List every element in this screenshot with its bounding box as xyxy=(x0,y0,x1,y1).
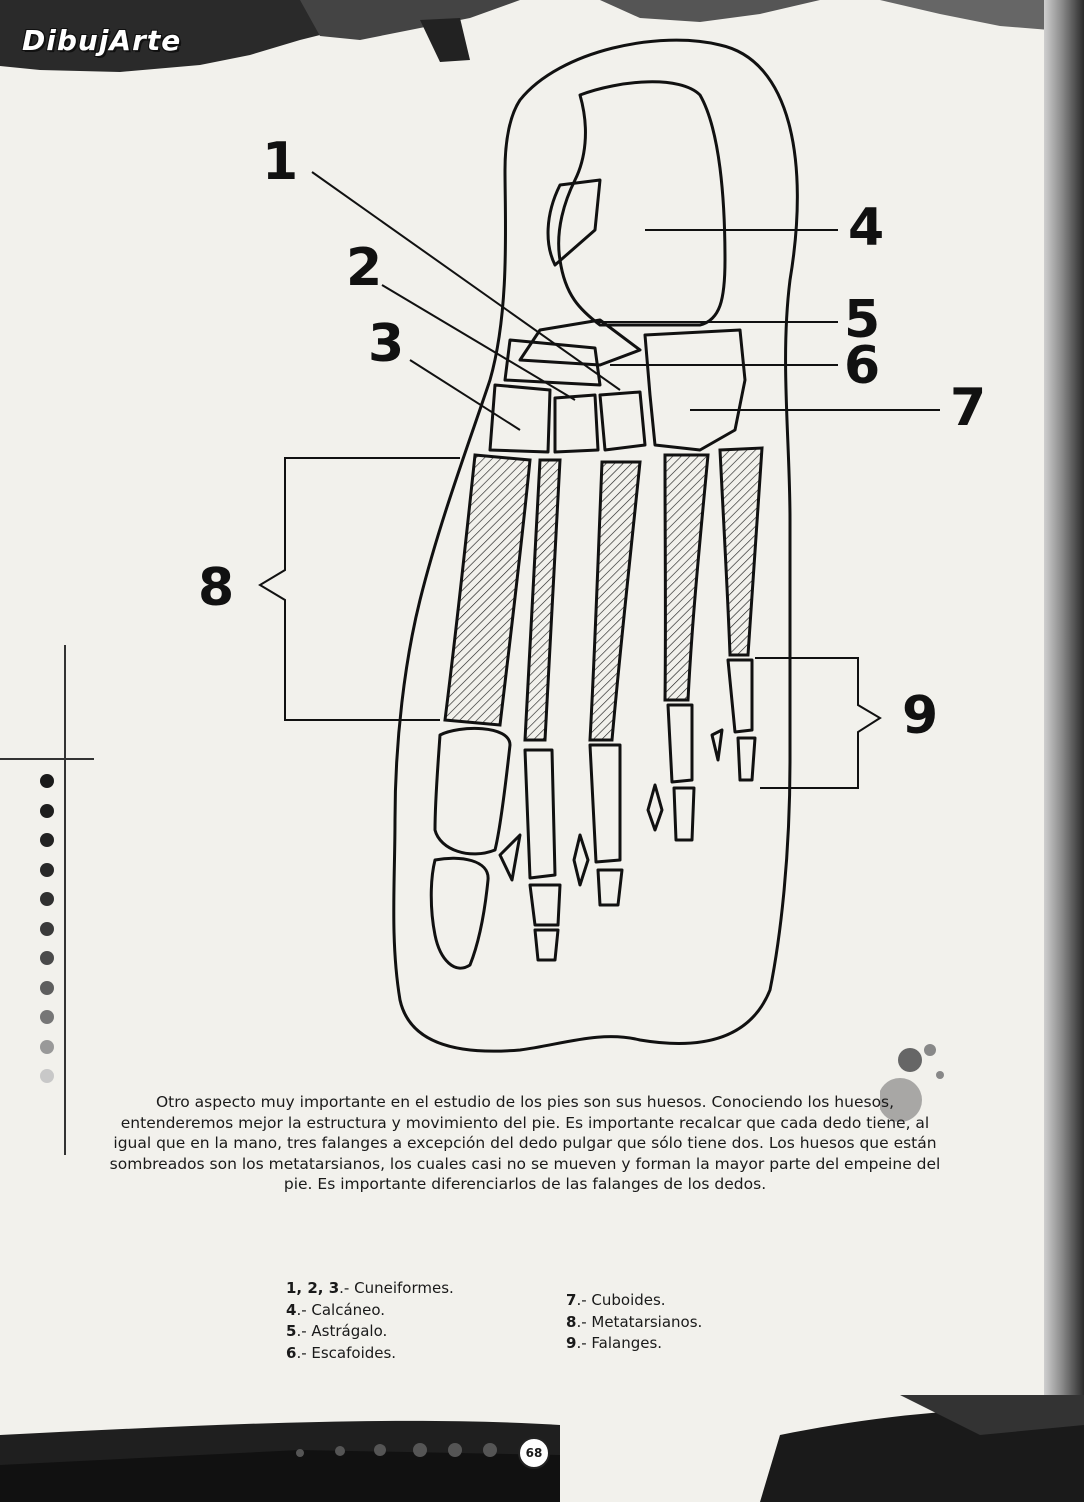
label-7: 7 xyxy=(950,378,987,438)
dot xyxy=(40,921,54,936)
description-paragraph: Otro aspecto muy importante en el estudi… xyxy=(109,1093,941,1193)
phalanx-toe5 xyxy=(726,658,757,782)
cuneiform-2 xyxy=(553,393,600,454)
phalanx-toe4 xyxy=(666,703,696,842)
dot xyxy=(40,803,54,818)
page-number: 68 xyxy=(518,1437,550,1469)
legend-item: 4.- Calcáneo. xyxy=(286,1300,386,1319)
dot xyxy=(40,1010,54,1024)
foot-outline xyxy=(392,38,799,1053)
leader-2 xyxy=(381,284,576,401)
phalanx-toe2 xyxy=(523,748,562,962)
leader-1 xyxy=(311,171,621,391)
metatarsal-1 xyxy=(443,453,532,727)
dot xyxy=(40,862,54,877)
dot xyxy=(40,1039,54,1054)
bracket-8 xyxy=(258,457,460,721)
legend-item: 7.- Cuboides. xyxy=(566,1291,666,1309)
talus-bone xyxy=(546,178,602,267)
label-4: 4 xyxy=(848,198,885,258)
legend-item: 9.- Falanges. xyxy=(566,1334,663,1352)
metatarsal-4 xyxy=(663,453,710,702)
cuboid-bone xyxy=(643,328,747,452)
label-9: 9 xyxy=(902,686,939,746)
ink-splatter xyxy=(880,1044,944,1122)
right-page-edge xyxy=(1044,0,1084,1502)
dot xyxy=(40,833,54,847)
phalanx-toe3 xyxy=(588,743,624,907)
leader-3 xyxy=(409,359,521,431)
cuneiform-1 xyxy=(598,390,647,452)
bracket-9 xyxy=(755,657,882,789)
legend-item: 1, 2, 3.- Cuneiformes. xyxy=(286,1279,454,1297)
metatarsal-2 xyxy=(523,458,562,742)
logo-text: DibujArte xyxy=(22,24,182,57)
dot xyxy=(40,892,54,906)
foot-skeleton-diagram xyxy=(258,38,940,1053)
legend-left: 1, 2, 3.- Cuneiformes. 4.- Calcáneo. 5.-… xyxy=(286,1278,454,1364)
label-8: 8 xyxy=(198,558,235,618)
dot xyxy=(40,980,54,995)
footer-brush-stroke xyxy=(0,1395,1084,1502)
side-horizontal-line xyxy=(0,758,94,760)
legend-item: 5.- Astrágalo. xyxy=(286,1322,388,1340)
label-5: 5 xyxy=(844,290,881,350)
top-brush-stroke xyxy=(0,0,1050,72)
label-6: 6 xyxy=(844,336,881,396)
cuneiform-3 xyxy=(488,383,552,454)
metatarsal-5 xyxy=(718,446,764,657)
calcaneus-bone xyxy=(557,80,727,327)
legend-item: 6.- Escafoides. xyxy=(286,1343,397,1362)
side-dots xyxy=(40,774,54,1099)
dot xyxy=(40,951,54,965)
dot xyxy=(40,774,54,788)
label-3: 3 xyxy=(368,314,405,374)
legend-item: 8.- Metatarsianos. xyxy=(566,1312,703,1331)
dot xyxy=(40,1069,54,1083)
metatarsal-3 xyxy=(588,460,642,742)
legend-right: 7.- Cuboides. 8.- Metatarsianos. 9.- Fal… xyxy=(566,1290,702,1355)
phalanx-toe1-b xyxy=(429,856,490,970)
phalanx-toe1-a xyxy=(433,726,512,856)
label-1: 1 xyxy=(262,132,299,192)
label-2: 2 xyxy=(346,238,383,298)
side-vertical-line xyxy=(64,645,66,1155)
